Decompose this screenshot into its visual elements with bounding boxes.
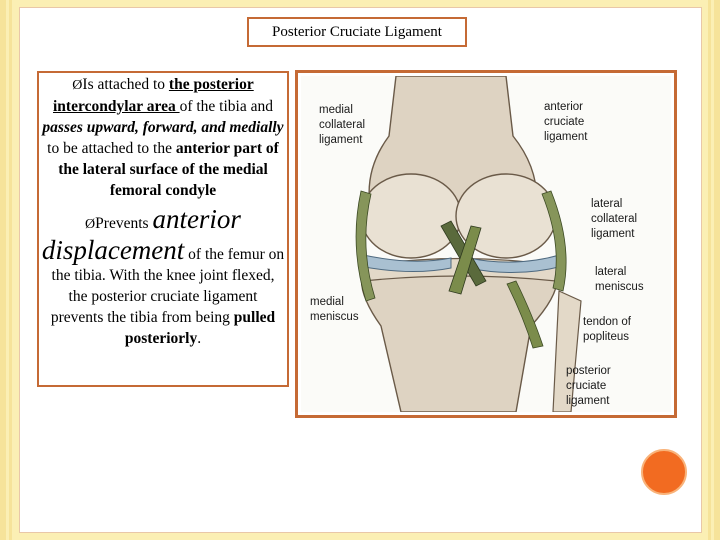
bullet-arrow-icon: Ø xyxy=(85,217,96,232)
bullet2-pre: Prevents xyxy=(95,215,153,232)
slide-title: Posterior Cruciate Ligament xyxy=(247,17,467,47)
bullet1-underlined: the posterior intercondylar area xyxy=(53,76,254,115)
label-lateral-collateral-ligament: lateral collateral ligament xyxy=(591,198,638,240)
label-anterior-cruciate-ligament: anterior cruciate ligament xyxy=(544,101,588,143)
bullet1-emphasis: passes upward, forward, and medially xyxy=(42,119,284,136)
knee-anatomy-figure: medial collateral ligament anterior cruc… xyxy=(295,70,677,418)
knee-joint-illustration xyxy=(355,75,582,413)
decorative-orange-circle xyxy=(641,449,687,495)
bullet2-large-emphasis: anterior displacement xyxy=(41,204,241,265)
figure-canvas: medial collateral ligament anterior cruc… xyxy=(301,75,671,413)
background-stripe xyxy=(9,0,12,540)
bullet2-end: . xyxy=(197,330,202,347)
bullet-arrow-icon: Ø xyxy=(72,78,83,93)
label-medial-collateral-ligament: medial collateral ligament xyxy=(319,104,366,146)
bullet1-mid2: to be attached to the xyxy=(47,140,176,157)
slide-title-text: Posterior Cruciate Ligament xyxy=(272,23,442,40)
label-tendon-of-popliteus: tendon of popliteus xyxy=(583,316,631,343)
label-medial-meniscus: medial meniscus xyxy=(310,296,359,323)
bullet1-mid1: of the tibia and xyxy=(179,98,273,115)
label-lateral-meniscus: lateral meniscus xyxy=(595,266,644,293)
label-posterior-cruciate-ligament: posterior cruciate ligament xyxy=(566,365,611,407)
bullet1-strong: anterior part of the lateral surface of … xyxy=(58,140,279,199)
background-stripe xyxy=(0,0,6,540)
bullet-prevents: ØPrevents anterior displacement of the f… xyxy=(41,204,285,349)
bullet-attachment: ØIs attached to the posterior intercondy… xyxy=(41,74,285,201)
background-stripe xyxy=(708,0,711,540)
bullet2-mid: of the femur on the tibia. With the knee… xyxy=(50,246,285,326)
bullet1-pre: Is attached to xyxy=(82,76,169,93)
background-stripe xyxy=(714,0,720,540)
bullet2-strong: pulled posteriorly xyxy=(124,309,276,347)
text-box: ØIs attached to the posterior intercondy… xyxy=(37,71,289,387)
